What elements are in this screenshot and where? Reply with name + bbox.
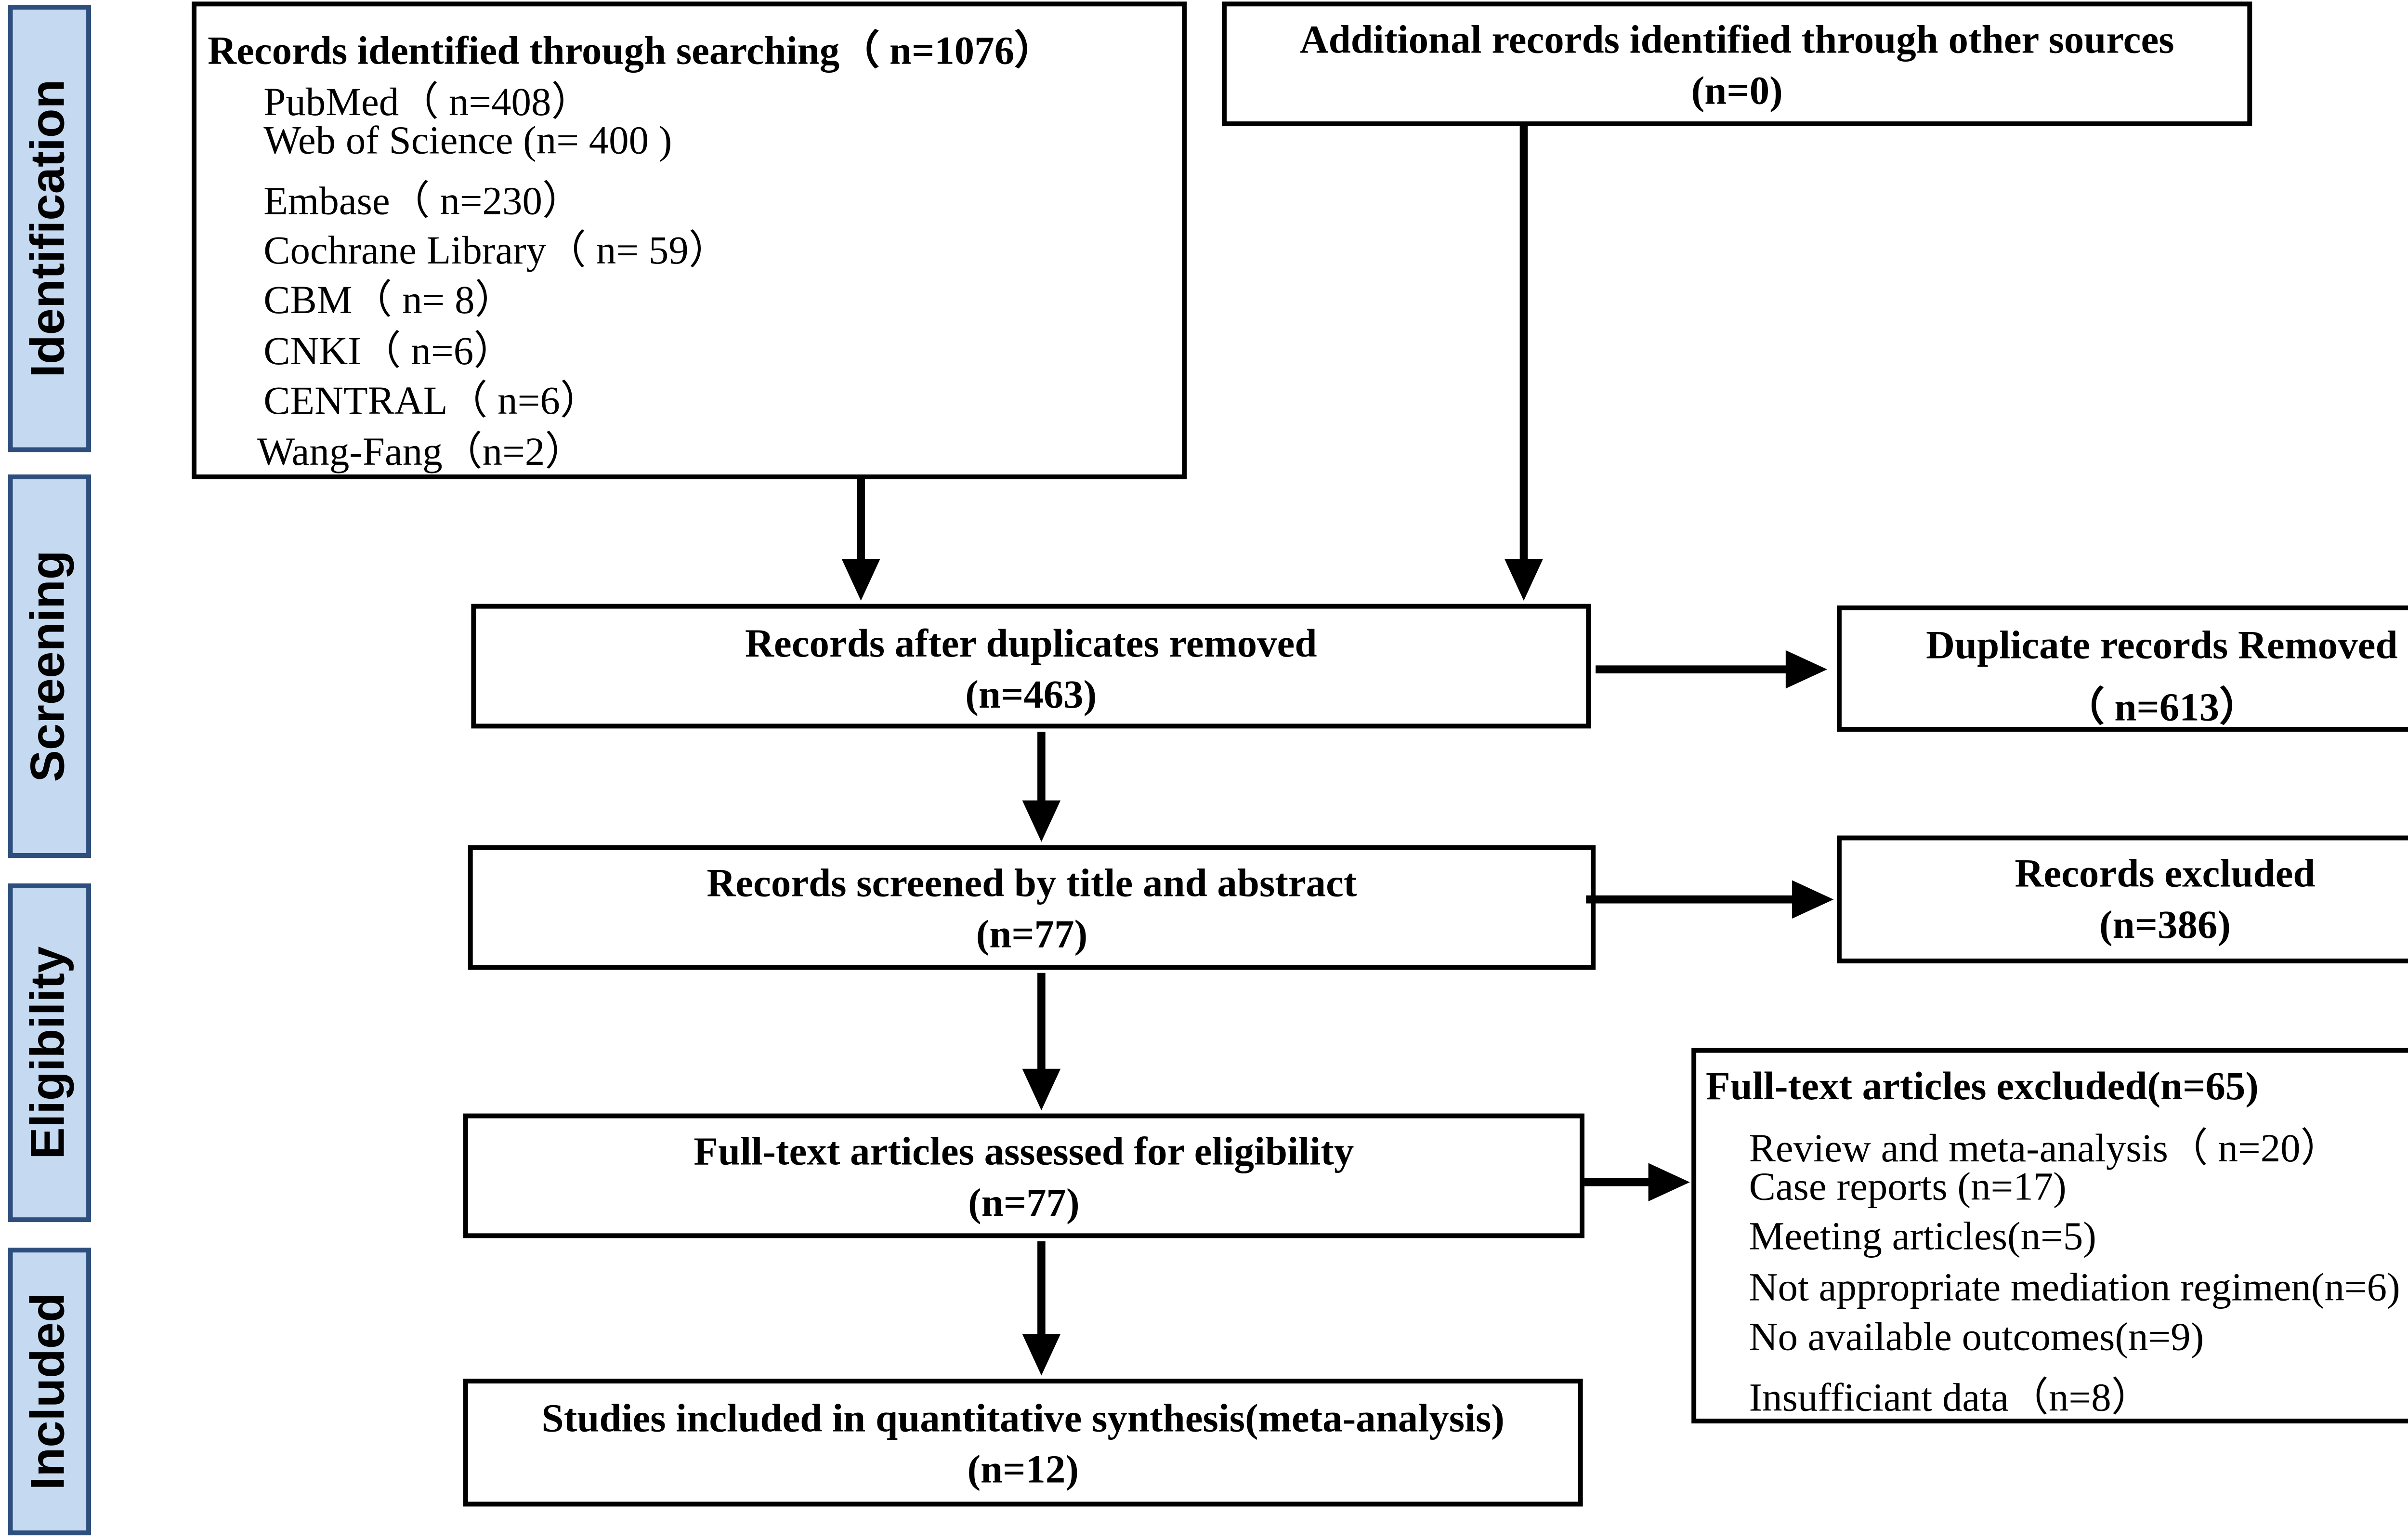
included-box: Studies included in quantitative synthes… xyxy=(463,1379,1583,1507)
phase-included: Included xyxy=(8,1248,92,1536)
other-sources-count: (n=0) xyxy=(1691,70,1783,114)
excluded-count: (n=386) xyxy=(2099,904,2231,948)
reason-insufficient-data: Insufficiant data（n=8） xyxy=(1749,1377,2151,1421)
excluded-title: Records excluded xyxy=(2015,853,2316,896)
duplicates-removed-count: （ n=613） xyxy=(2064,687,2260,730)
search-records-title: Records identified through searching（ n=… xyxy=(208,30,1054,74)
after-duplicates-title: Records after duplicates removed xyxy=(745,623,1317,666)
source-cochrane-library: Cochrane Library（ n= 59） xyxy=(263,230,729,274)
after-duplicates-count: (n=463) xyxy=(965,674,1097,718)
included-count: (n=12) xyxy=(967,1449,1079,1492)
source-cnki: CNKI（ n=6） xyxy=(263,330,514,374)
phase-screening: Screening xyxy=(8,474,92,858)
screened-title: Records screened by title and abstract xyxy=(707,862,1357,906)
arrow-to-included xyxy=(1022,1241,1061,1376)
source-wang-fang: Wang-Fang（n=2） xyxy=(257,431,585,475)
source-web-of-science: Web of Science (n= 400 ) xyxy=(263,119,672,163)
fulltext-count: (n=77) xyxy=(968,1182,1080,1225)
other-sources-title: Additional records identified through ot… xyxy=(1299,19,2174,63)
included-title: Studies included in quantitative synthes… xyxy=(541,1397,1505,1441)
reason-case-reports: Case reports (n=17) xyxy=(1749,1166,2067,1210)
fulltext-box: Full-text articles assessed for eligibil… xyxy=(463,1113,1584,1238)
reason-review: Review and meta-analysis（ n=20） xyxy=(1749,1128,2341,1171)
arrow-to-fulltext-excluded xyxy=(1584,1163,1690,1202)
after-duplicates-box: Records after duplicates removed (n=463) xyxy=(471,604,1591,729)
screened-count: (n=77) xyxy=(976,914,1088,957)
fulltext-title: Full-text articles assessed for eligibil… xyxy=(694,1131,1354,1174)
duplicates-removed-title: Duplicate records Removed xyxy=(1926,624,2398,668)
source-central: CENTRAL（ n=6） xyxy=(263,380,600,423)
reason-meeting-articles: Meeting articles(n=5) xyxy=(1749,1215,2096,1259)
arrow-search-to-after-duplicates xyxy=(841,479,880,601)
other-sources-box: Additional records identified through ot… xyxy=(1222,1,2252,127)
arrow-to-screened xyxy=(1022,731,1061,842)
reason-mediation-regimen: Not appropriate mediation regimen(n=6) xyxy=(1749,1266,2400,1310)
source-embase: Embase（ n=230） xyxy=(263,180,582,224)
search-records-box: Records identified through searching（ n=… xyxy=(191,1,1187,479)
source-pubmed: PubMed（ n=408） xyxy=(263,81,591,125)
source-cbm: CBM（ n= 8） xyxy=(263,279,515,323)
arrow-other-to-after-duplicates xyxy=(1505,126,1543,601)
arrow-to-excluded xyxy=(1586,880,1834,919)
arrow-to-fulltext xyxy=(1022,973,1061,1110)
phase-identification: Identification xyxy=(8,4,92,452)
screened-box: Records screened by title and abstract (… xyxy=(468,845,1596,970)
fulltext-excluded-title: Full-text articles excluded(n=65) xyxy=(1706,1066,2259,1109)
reason-no-outcomes: No available outcomes(n=9) xyxy=(1749,1316,2204,1360)
arrow-to-duplicates-removed xyxy=(1596,650,1828,689)
excluded-box: Records excluded (n=386) xyxy=(1836,835,2408,963)
phase-eligibility: Eligibility xyxy=(8,883,92,1223)
duplicates-removed-box: Duplicate records Removed （ n=613） xyxy=(1836,605,2408,732)
fulltext-excluded-box: Full-text articles excluded(n=65) Review… xyxy=(1691,1048,2408,1424)
